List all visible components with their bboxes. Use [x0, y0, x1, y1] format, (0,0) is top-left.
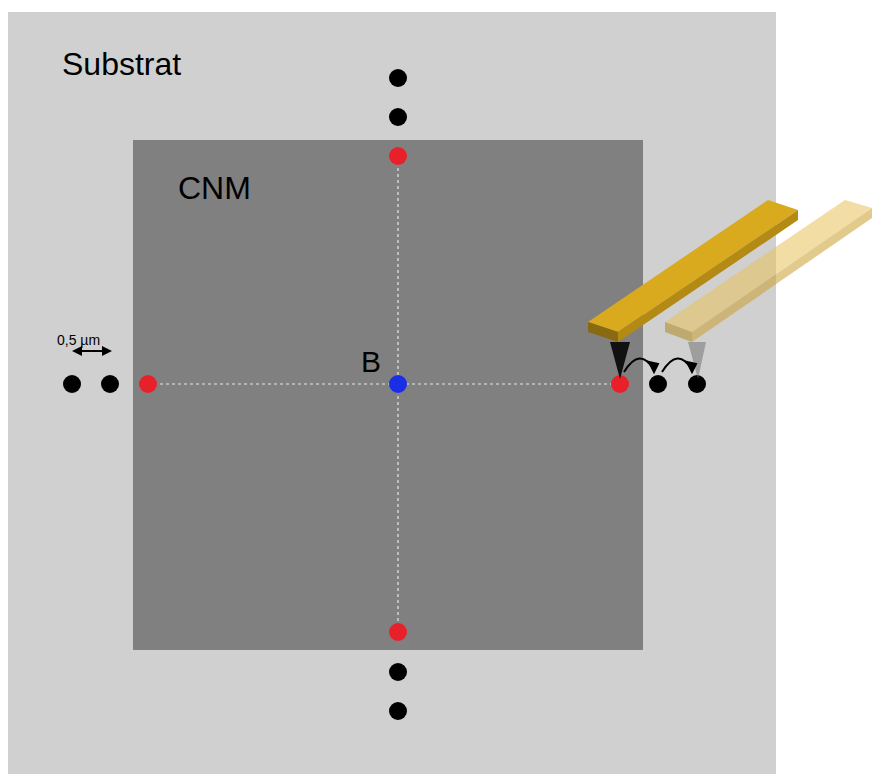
cnm-square: CNM: [133, 140, 643, 650]
scale-label: 0,5 µm: [57, 332, 100, 348]
region-label: CNM: [178, 170, 251, 207]
point-label: B: [361, 345, 381, 379]
substrate-region: SubstratCNM: [8, 12, 776, 774]
measurement-dots: [63, 69, 706, 720]
region-label: Substrat: [62, 46, 181, 83]
